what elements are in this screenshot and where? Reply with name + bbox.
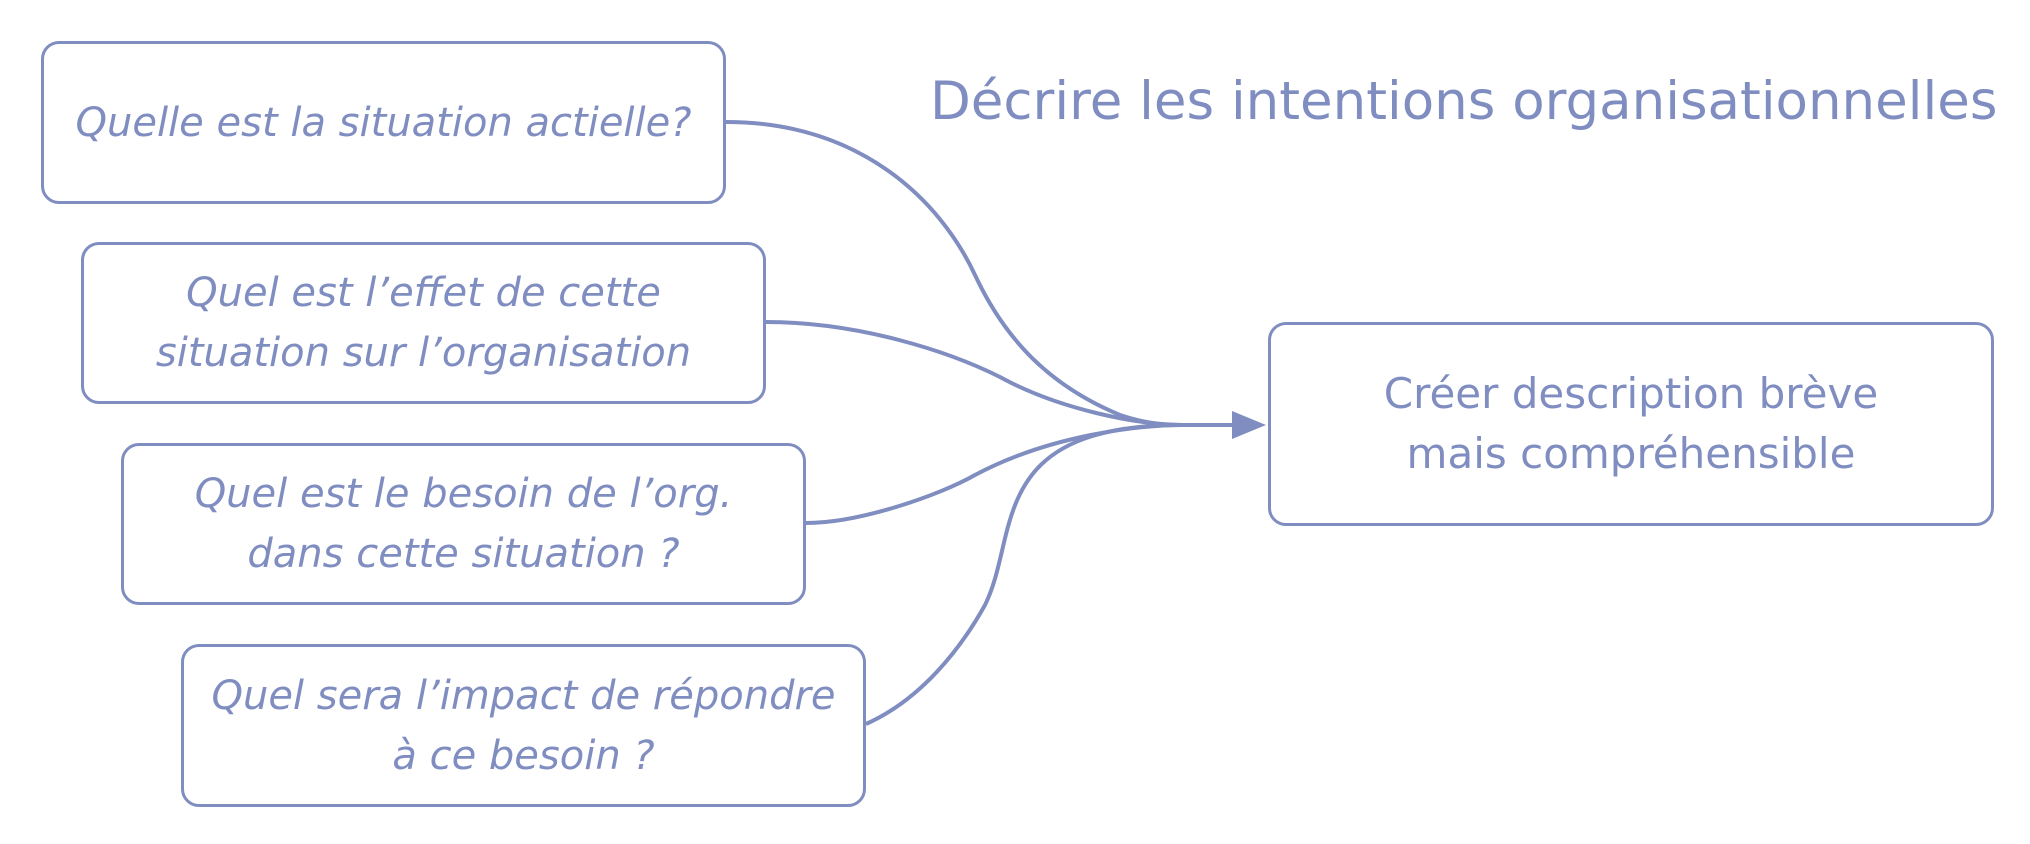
diagram-title: Décrire les intentions organisationnelle…: [930, 71, 1998, 132]
question-box-situation: Quelle est la situation actielle?: [41, 41, 726, 204]
question-box-effect: Quel est l’effet de cette situation sur …: [81, 242, 766, 404]
question-box-impact: Quel sera l’impact de répondre à ce beso…: [181, 644, 866, 807]
connector-q4: [865, 423, 1183, 726]
question-label: Quel est le besoin de l’org. dans cette …: [194, 471, 733, 577]
connector-q2: [765, 320, 1183, 427]
question-label: Quel sera l’impact de répondre à ce beso…: [211, 672, 836, 779]
connector-q1: [725, 120, 1183, 427]
question-label: Quelle est la situation actielle?: [75, 99, 692, 146]
question-label: Quel est l’effet de cette situation sur …: [155, 270, 692, 376]
arrowhead-icon: [1232, 411, 1266, 439]
question-box-need: Quel est le besoin de l’org. dans cette …: [121, 443, 806, 605]
target-box-description: Créer description brève mais compréhensi…: [1268, 322, 1994, 526]
connector-q3: [805, 423, 1183, 525]
target-label: Créer description brève mais compréhensi…: [1383, 369, 1879, 478]
